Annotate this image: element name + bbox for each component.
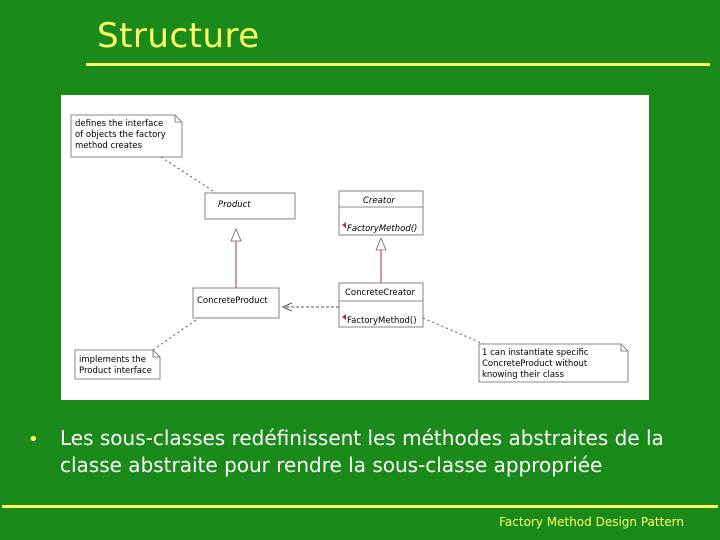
footer-divider bbox=[2, 505, 718, 508]
title-divider bbox=[86, 63, 710, 66]
class-concrete-creator-name: ConcreteCreator bbox=[345, 288, 416, 298]
class-creator: Creator FactoryMethod() bbox=[338, 190, 424, 236]
class-concrete-product: ConcreteProduct bbox=[192, 287, 280, 319]
class-creator-method: FactoryMethod() bbox=[347, 224, 417, 234]
footer-text: Factory Method Design Pattern bbox=[499, 515, 684, 529]
class-product: Product bbox=[204, 192, 296, 220]
note-link-concrete-product bbox=[152, 314, 204, 351]
class-concrete-creator-method: FactoryMethod() bbox=[347, 316, 417, 326]
class-concrete-product-name: ConcreteProduct bbox=[197, 296, 268, 306]
class-creator-name: Creator bbox=[363, 196, 395, 206]
note-product: defines the interface of objects the fac… bbox=[70, 114, 183, 158]
slide-title: Structure bbox=[97, 16, 260, 56]
inheritance-arrow-creator bbox=[375, 236, 387, 251]
uml-diagram: defines the interface of objects the fac… bbox=[61, 95, 649, 400]
note-concrete-product-line-1: implements the bbox=[79, 355, 146, 365]
note-product-line-3: method creates bbox=[75, 141, 143, 151]
class-product-name: Product bbox=[218, 200, 251, 210]
note-creator: 1 can instantiate specific ConcreteProdu… bbox=[478, 343, 629, 383]
note-creator-line-1: 1 can instantiate specific bbox=[482, 348, 589, 358]
inheritance-arrow-product bbox=[230, 227, 242, 242]
class-concrete-creator: ConcreteCreator FactoryMethod() bbox=[338, 282, 424, 328]
note-link-creator bbox=[422, 317, 487, 346]
bullet-text: Les sous-classes redéfinissent les métho… bbox=[60, 426, 664, 477]
uml-diagram-svg: defines the interface of objects the fac… bbox=[70, 114, 629, 383]
note-link-product bbox=[160, 156, 217, 194]
note-creator-line-3: knowing their class bbox=[482, 370, 564, 380]
bullet-marker: • bbox=[28, 429, 39, 450]
note-creator-line-2: ConcreteProduct without bbox=[482, 359, 588, 369]
note-concrete-product: implements the Product interface bbox=[74, 349, 161, 380]
note-product-line-1: defines the interface bbox=[75, 119, 163, 129]
bullet-item: • Les sous-classes redéfinissent les mét… bbox=[28, 425, 708, 479]
note-concrete-product-line-2: Product interface bbox=[79, 366, 152, 376]
note-product-line-2: of objects the factory bbox=[75, 130, 166, 140]
